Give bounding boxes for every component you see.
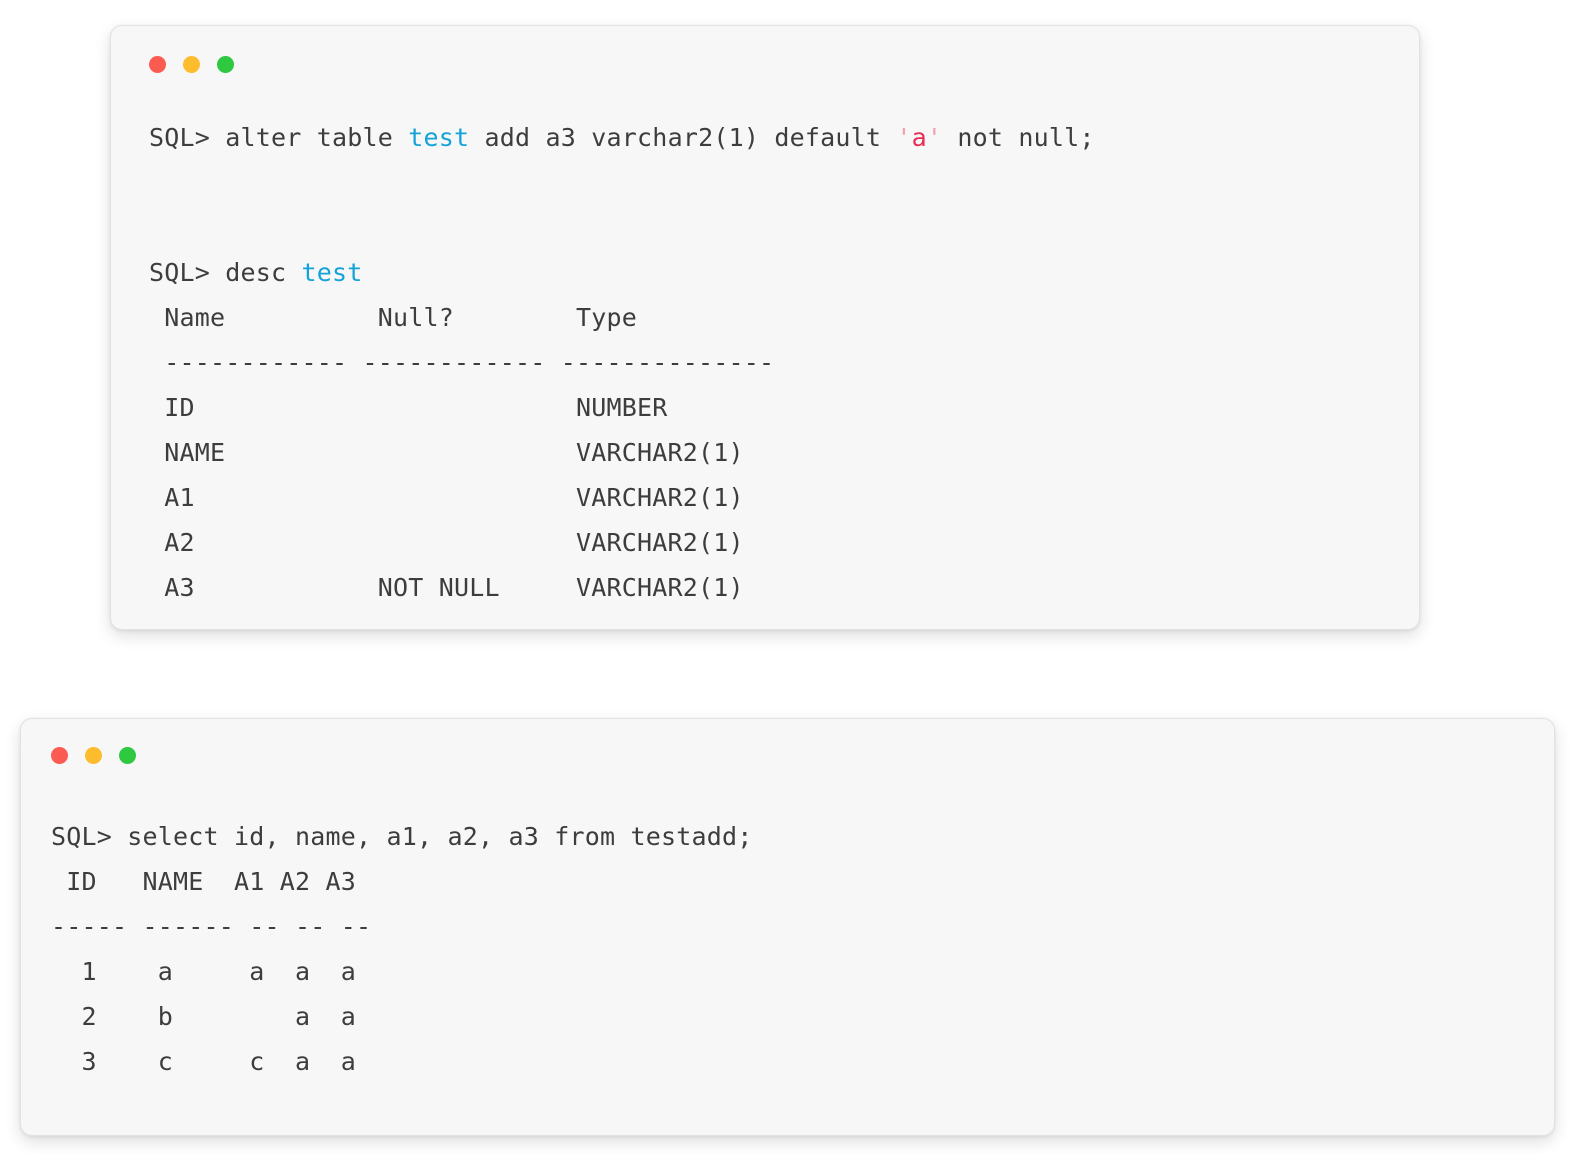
terminal-window-alter-desc: SQL> alter table test add a3 varchar2(1)…: [110, 25, 1420, 630]
terminal-line: ------------ ------------ --------------: [149, 340, 1381, 385]
close-button[interactable]: [51, 747, 68, 764]
terminal-line: NAME VARCHAR2(1): [149, 430, 1381, 475]
code-segment: 1 a a a a: [51, 957, 357, 986]
terminal-line: 1 a a a a: [51, 949, 1524, 994]
terminal-line: [149, 205, 1381, 250]
terminal-line: [149, 160, 1381, 205]
code-segment: SQL> select id, name, a1, a2, a3 from te…: [51, 822, 753, 851]
code-segment-keyword: test: [408, 123, 470, 152]
zoom-button[interactable]: [217, 56, 234, 73]
terminal-window-select: SQL> select id, name, a1, a2, a3 from te…: [20, 718, 1555, 1136]
code-segment: SQL> desc: [149, 258, 302, 287]
code-segment: SQL> alter table: [149, 123, 409, 152]
terminal-line: SQL> desc test: [149, 250, 1381, 295]
code-segment: ----- ------ -- -- --: [51, 912, 372, 941]
terminal-line: A2 VARCHAR2(1): [149, 520, 1381, 565]
code-segment: ID NUMBER: [149, 393, 668, 422]
terminal-line: A3 NOT NULL VARCHAR2(1): [149, 565, 1381, 610]
terminal-line: SQL> select id, name, a1, a2, a3 from te…: [51, 814, 1524, 859]
code-segment: A1 VARCHAR2(1): [149, 483, 744, 512]
terminal-line: 2 b a a: [51, 994, 1524, 1039]
code-segment-keyword: test: [301, 258, 363, 287]
terminal-line: A1 VARCHAR2(1): [149, 475, 1381, 520]
code-segment: ------------ ------------ --------------: [149, 348, 775, 377]
code-segment-quote: ': [896, 123, 912, 152]
window-controls: [51, 747, 1524, 764]
zoom-button[interactable]: [119, 747, 136, 764]
terminal-line: SQL> alter table test add a3 varchar2(1)…: [149, 115, 1381, 160]
terminal-line: 3 c c a a: [51, 1039, 1524, 1084]
minimize-button[interactable]: [183, 56, 200, 73]
code-segment: Name Null? Type: [149, 303, 638, 332]
terminal-output: SQL> select id, name, a1, a2, a3 from te…: [51, 814, 1524, 1084]
code-segment: not null;: [942, 123, 1095, 152]
code-segment: 2 b a a: [51, 1002, 357, 1031]
window-controls: [149, 56, 1381, 73]
terminal-line: Name Null? Type: [149, 295, 1381, 340]
code-segment: add a3 varchar2(1) default: [469, 123, 897, 152]
code-segment: A2 VARCHAR2(1): [149, 528, 744, 557]
minimize-button[interactable]: [85, 747, 102, 764]
terminal-line: ----- ------ -- -- --: [51, 904, 1524, 949]
terminal-line: ID NAME A1 A2 A3: [51, 859, 1524, 904]
code-segment: 3 c c a a: [51, 1047, 357, 1076]
code-segment: NAME VARCHAR2(1): [149, 438, 744, 467]
code-segment: A3 NOT NULL VARCHAR2(1): [149, 573, 744, 602]
terminal-output: SQL> alter table test add a3 varchar2(1)…: [149, 115, 1381, 610]
code-segment-string: a: [911, 123, 927, 152]
terminal-line: ID NUMBER: [149, 385, 1381, 430]
code-segment-quote: ': [926, 123, 943, 152]
code-segment: ID NAME A1 A2 A3: [51, 867, 357, 896]
close-button[interactable]: [149, 56, 166, 73]
